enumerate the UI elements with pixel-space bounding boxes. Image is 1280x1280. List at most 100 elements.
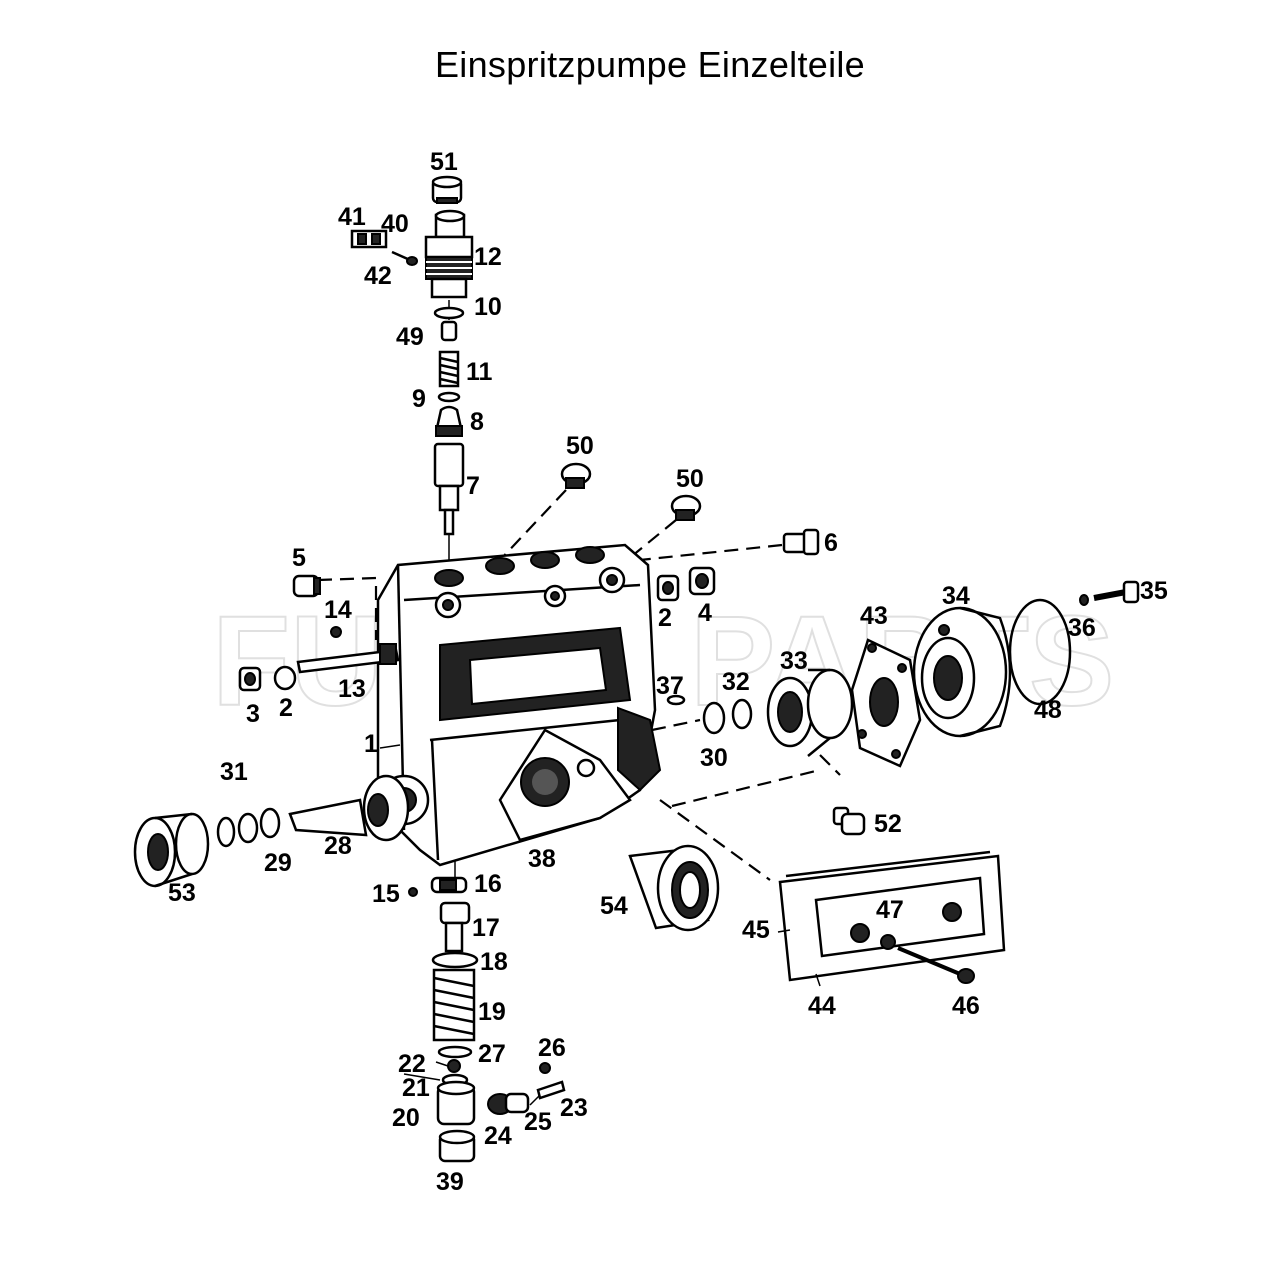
callout-labels: 51 41 40 12 42 10 49 11 9 8 7 50 50 6 5 … bbox=[168, 148, 1168, 1196]
part-31-ring-a bbox=[216, 816, 236, 848]
part-6-plug bbox=[782, 528, 820, 556]
callout-2-right: 2 bbox=[658, 604, 672, 632]
part-29-ring bbox=[259, 807, 281, 839]
callout-34: 34 bbox=[942, 582, 970, 610]
part-10-seal bbox=[433, 306, 465, 320]
callout-47: 47 bbox=[876, 896, 904, 924]
part-39-cap bbox=[438, 1129, 476, 1163]
part-44-cover-plate bbox=[778, 850, 1006, 982]
callout-43: 43 bbox=[860, 602, 888, 630]
callout-38: 38 bbox=[528, 845, 556, 873]
part-25-leader bbox=[529, 1094, 541, 1106]
callout-9: 9 bbox=[412, 385, 426, 413]
part-35-bolt bbox=[1093, 580, 1140, 604]
callout-6: 6 bbox=[824, 529, 838, 557]
part-52-plug bbox=[832, 806, 866, 836]
callout-46: 46 bbox=[952, 992, 980, 1020]
callout-20: 20 bbox=[392, 1104, 420, 1132]
callout-35: 35 bbox=[1140, 577, 1168, 605]
callout-15: 15 bbox=[372, 880, 400, 908]
callout-8: 8 bbox=[470, 408, 484, 436]
callout-19: 19 bbox=[478, 998, 506, 1026]
callout-21: 21 bbox=[402, 1074, 430, 1102]
page-title: Einspritzpumpe Einzelteile bbox=[434, 44, 865, 85]
part-20-roller-tappet bbox=[436, 1080, 476, 1126]
callout-32: 32 bbox=[722, 668, 750, 696]
callout-17: 17 bbox=[472, 914, 500, 942]
part-42-screw bbox=[391, 250, 418, 266]
callout-36: 36 bbox=[1068, 614, 1096, 642]
callout-50-a: 50 bbox=[566, 432, 594, 460]
part-4-nut-right bbox=[688, 566, 716, 596]
part-24-roller bbox=[487, 1092, 530, 1115]
part-12-valve-holder bbox=[424, 209, 474, 299]
part-51-cap bbox=[431, 175, 463, 204]
callout-44: 44 bbox=[808, 992, 836, 1020]
callout-39: 39 bbox=[436, 1168, 464, 1196]
callout-49: 49 bbox=[396, 323, 424, 351]
callout-45: 45 bbox=[742, 916, 770, 944]
callout-4: 4 bbox=[698, 599, 712, 627]
callout-2-left: 2 bbox=[279, 694, 293, 722]
part-16-guide bbox=[430, 876, 468, 894]
callout-1: 1 bbox=[364, 730, 378, 758]
part-11-spring bbox=[438, 350, 460, 388]
callout-23: 23 bbox=[560, 1094, 588, 1122]
callout-11: 11 bbox=[466, 358, 493, 386]
part-50-plug-b bbox=[670, 494, 702, 521]
part-31-ring-b bbox=[237, 812, 259, 844]
part-36-washer bbox=[1079, 594, 1089, 606]
callout-42: 42 bbox=[364, 262, 392, 290]
part-49-filler bbox=[440, 320, 458, 342]
callout-29: 29 bbox=[264, 849, 292, 877]
callout-54: 54 bbox=[600, 892, 628, 920]
callout-50-b: 50 bbox=[676, 465, 704, 493]
part-33-bearing bbox=[766, 668, 854, 757]
assembly-lines bbox=[317, 489, 841, 881]
part-54-sleeve bbox=[628, 844, 720, 932]
part-19-spring bbox=[432, 968, 476, 1042]
callout-53: 53 bbox=[168, 879, 196, 907]
part-37-key bbox=[666, 694, 686, 706]
callout-22: 22 bbox=[398, 1050, 426, 1078]
part-34-governor-housing bbox=[912, 606, 1012, 738]
part-27-plate bbox=[437, 1045, 473, 1059]
part-41-clamp bbox=[350, 229, 388, 249]
callout-51: 51 bbox=[430, 148, 458, 176]
callout-18: 18 bbox=[480, 948, 508, 976]
part-14-screw bbox=[330, 626, 342, 638]
part-46-screw bbox=[897, 946, 975, 984]
callout-3: 3 bbox=[246, 700, 260, 728]
callout-37: 37 bbox=[656, 672, 684, 700]
callout-25: 25 bbox=[524, 1108, 552, 1136]
part-15-pin bbox=[408, 887, 418, 897]
part-18-spring-seat bbox=[431, 951, 479, 969]
callout-28: 28 bbox=[324, 832, 352, 860]
part-13-control-rod bbox=[296, 643, 400, 674]
part-2-nut-right bbox=[656, 574, 680, 602]
callout-13: 13 bbox=[338, 675, 366, 703]
callout-14: 14 bbox=[324, 596, 352, 624]
callout-30: 30 bbox=[700, 744, 728, 772]
part-3-nut-left bbox=[238, 666, 262, 692]
part-17-tappet-top bbox=[439, 901, 471, 953]
part-26-ball bbox=[539, 1062, 551, 1074]
part-48-o-ring bbox=[1008, 598, 1072, 706]
part-50-plug-a bbox=[560, 462, 592, 489]
part-9-washer bbox=[437, 391, 461, 403]
callout-26: 26 bbox=[538, 1034, 566, 1062]
callout-52: 52 bbox=[874, 810, 902, 838]
part-28-camshaft bbox=[288, 774, 410, 842]
part-7-element bbox=[433, 442, 465, 536]
callout-48: 48 bbox=[1034, 696, 1062, 724]
part-53-bearing bbox=[133, 812, 210, 888]
callout-40: 40 bbox=[381, 210, 409, 238]
callout-31: 31 bbox=[220, 758, 248, 786]
part-5-plug bbox=[292, 574, 321, 598]
callout-7: 7 bbox=[466, 472, 480, 500]
leader-lines bbox=[379, 744, 821, 1081]
callout-5: 5 bbox=[292, 544, 306, 572]
part-30-ring bbox=[702, 701, 726, 735]
callout-12: 12 bbox=[474, 243, 502, 271]
